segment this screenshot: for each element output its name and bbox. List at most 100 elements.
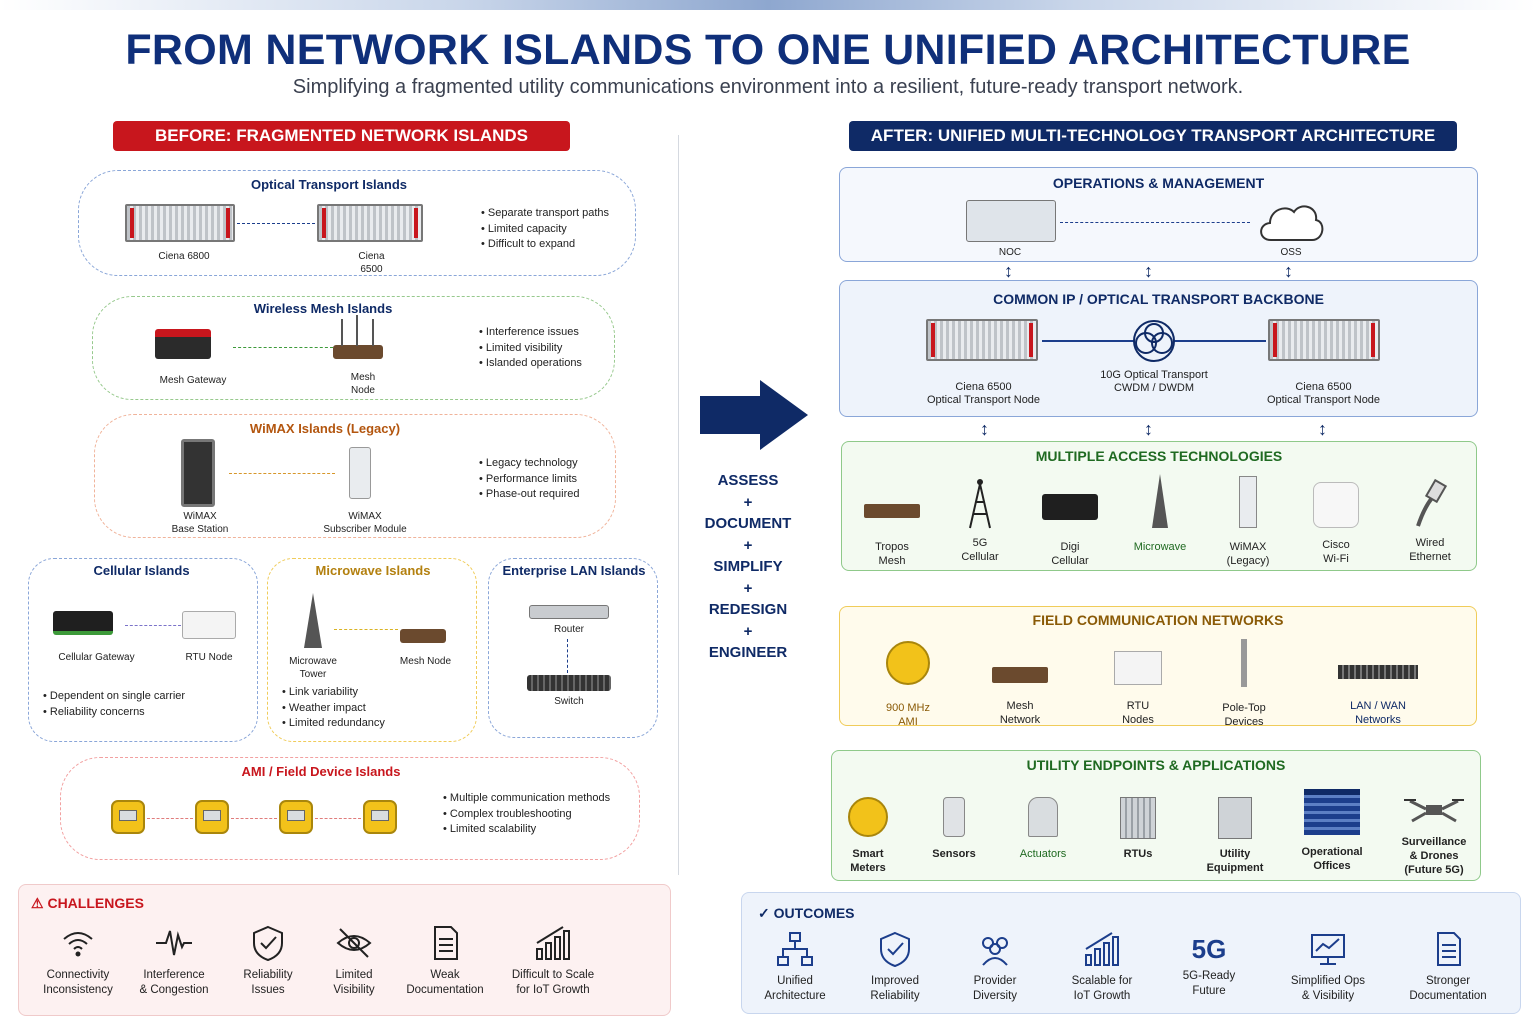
growth-chart-icon [1085, 932, 1119, 966]
ops-link-line [1060, 222, 1250, 223]
outcomes-header: ✓ OUTCOMES [758, 905, 855, 922]
endpoint-label: Operational Offices [1301, 846, 1363, 872]
router-label: Router [553, 624, 584, 635]
optical-cloud-icon [1133, 320, 1175, 362]
challenge-reliability: Reliability Issues [223, 923, 313, 998]
cellular-gateway-icon [53, 611, 113, 635]
bullet: Phase-out required [479, 487, 580, 503]
field-label: Pole-Top Devices [1222, 702, 1266, 728]
mesh-node-icon [400, 629, 446, 643]
drone-icon [1404, 799, 1464, 823]
rtu-node-label: RTU Node [185, 652, 233, 663]
cellular-island-title: Cellular Islands [93, 563, 190, 578]
outcome-diversity: Provider Diversity [950, 929, 1040, 1004]
pole-icon [1241, 639, 1247, 687]
optical-bullets: Separate transport paths Limited capacit… [481, 206, 609, 253]
ops-title: OPERATIONS & MANAGEMENT [1052, 175, 1265, 191]
field-label: Mesh Network [999, 700, 1041, 726]
microwave-link-line [334, 629, 398, 630]
cellular-gateway-label: Cellular Gateway [58, 652, 135, 663]
ciena-6500-right-icon [1268, 319, 1380, 361]
backbone-title: COMMON IP / OPTICAL TRANSPORT BACKBONE [993, 291, 1324, 307]
eye-off-icon [336, 928, 372, 958]
access-label: Wired Ethernet [1409, 537, 1451, 563]
field-item-mesh: Mesh Network [980, 637, 1060, 727]
outcome-simplified-ops: Simplified Ops & Visibility [1274, 929, 1382, 1004]
challenges-header: ⚠ CHALLENGES [31, 895, 144, 912]
ami-link-line [231, 818, 277, 819]
rtu-box-icon [1114, 651, 1162, 685]
after-banner: AFTER: UNIFIED MULTI-TECHNOLOGY TRANSPOR… [849, 121, 1457, 151]
bullet: Limited redundancy [282, 716, 385, 732]
endpoint-rtus: RTUs [1108, 797, 1168, 861]
outcome-label: Simplified Ops & Visibility [1290, 975, 1366, 1002]
meter-icon [279, 800, 313, 834]
lan-island-title: Enterprise LAN Islands [502, 563, 646, 578]
ami-island: AMI / Field Device Islands Multiple comm… [60, 757, 640, 860]
switch-label: Switch [554, 696, 584, 707]
outcome-5g: 5G 5G-Ready Future [1164, 929, 1254, 999]
optical-link-line [237, 223, 315, 224]
ciena-6500-icon [317, 204, 423, 242]
step-engineer: ENGINEER [708, 644, 788, 661]
access-label: Digi Cellular [1051, 541, 1089, 567]
warning-icon: ⚠ [31, 895, 44, 911]
page-subtitle: Simplifying a fragmented utility communi… [292, 76, 1244, 98]
endpoint-label: Surveillance & Drones (Future 5G) [1401, 836, 1467, 876]
outcome-label: Scalable for IoT Growth [1071, 975, 1133, 1002]
mesh-gateway-icon [155, 329, 211, 359]
endpoint-surveillance: Surveillance & Drones (Future 5G) [1392, 791, 1476, 877]
shield-check-icon [253, 925, 283, 962]
ciena-6500-label: Ciena 6500 [358, 251, 385, 275]
lan-link-line [567, 639, 568, 673]
process-steps: ASSESS + DOCUMENT + SIMPLIFY + REDESIGN … [694, 470, 802, 664]
ami-link-line [315, 818, 361, 819]
access-item-wimax: WiMAX (Legacy) [1208, 474, 1288, 568]
challenge-label: Connectivity Inconsistency [43, 969, 113, 996]
microwave-tower-icon [304, 593, 322, 648]
endpoints-title: UTILITY ENDPOINTS & APPLICATIONS [1026, 757, 1286, 773]
outcome-label: Improved Reliability [870, 975, 920, 1002]
shield-check-icon [880, 931, 910, 968]
meter-icon [195, 800, 229, 834]
access-label: Cisco Wi-Fi [1322, 539, 1350, 565]
access-title: MULTIPLE ACCESS TECHNOLOGIES [1035, 448, 1283, 464]
cellular-bullets: Dependent on single carrier Reliability … [43, 689, 185, 720]
cell-tower-icon [969, 479, 991, 529]
field-label: LAN / WAN Networks [1350, 700, 1406, 726]
users-icon [982, 937, 1008, 966]
wimax-base-station-icon [181, 439, 215, 507]
mesh-router-icon [864, 504, 920, 518]
optical-island: Optical Transport Islands Ciena 6800 Cie… [78, 170, 636, 276]
bullet: Separate transport paths [481, 206, 609, 222]
router-icon [529, 605, 609, 619]
wifi-icon [63, 932, 93, 957]
oss-label: OSS [1280, 247, 1302, 258]
step-simplify: SIMPLIFY [713, 558, 783, 575]
step-plus: + [743, 579, 753, 597]
before-banner: BEFORE: FRAGMENTED NETWORK ISLANDS [113, 121, 570, 151]
outcome-documentation: Stronger Documentation [1402, 929, 1494, 1004]
cellular-link-line [125, 625, 181, 626]
office-building-icon [1304, 789, 1360, 835]
equipment-cabinet-icon [1218, 797, 1252, 839]
meter-icon [111, 800, 145, 834]
step-assess: ASSESS [717, 472, 779, 489]
endpoint-utility-equipment: Utility Equipment [1202, 797, 1268, 875]
transition-arrow-icon [700, 380, 808, 450]
access-item-ethernet: Wired Ethernet [1390, 474, 1470, 564]
outcome-label: Unified Architecture [764, 975, 826, 1002]
ops-panel: OPERATIONS & MANAGEMENT NOC OSS [839, 167, 1478, 262]
ciena-6800-icon [125, 204, 235, 242]
rtu-node-icon [182, 611, 236, 639]
field-item-rtu: RTU Nodes [1098, 637, 1178, 727]
access-item-wifi: Cisco Wi-Fi [1296, 474, 1376, 566]
cloud-icon [1260, 205, 1324, 241]
vertical-arrow-icon: ↕ [1144, 261, 1153, 281]
bullet: Link variability [282, 685, 385, 701]
challenge-scale: Difficult to Scale for IoT Growth [497, 923, 609, 998]
mesh-island: Wireless Mesh Islands Mesh Gateway Mesh … [92, 296, 615, 400]
ciena-6500-left-icon [926, 319, 1038, 361]
step-document: DOCUMENT [704, 515, 792, 532]
endpoint-label: Smart Meters [850, 848, 886, 874]
